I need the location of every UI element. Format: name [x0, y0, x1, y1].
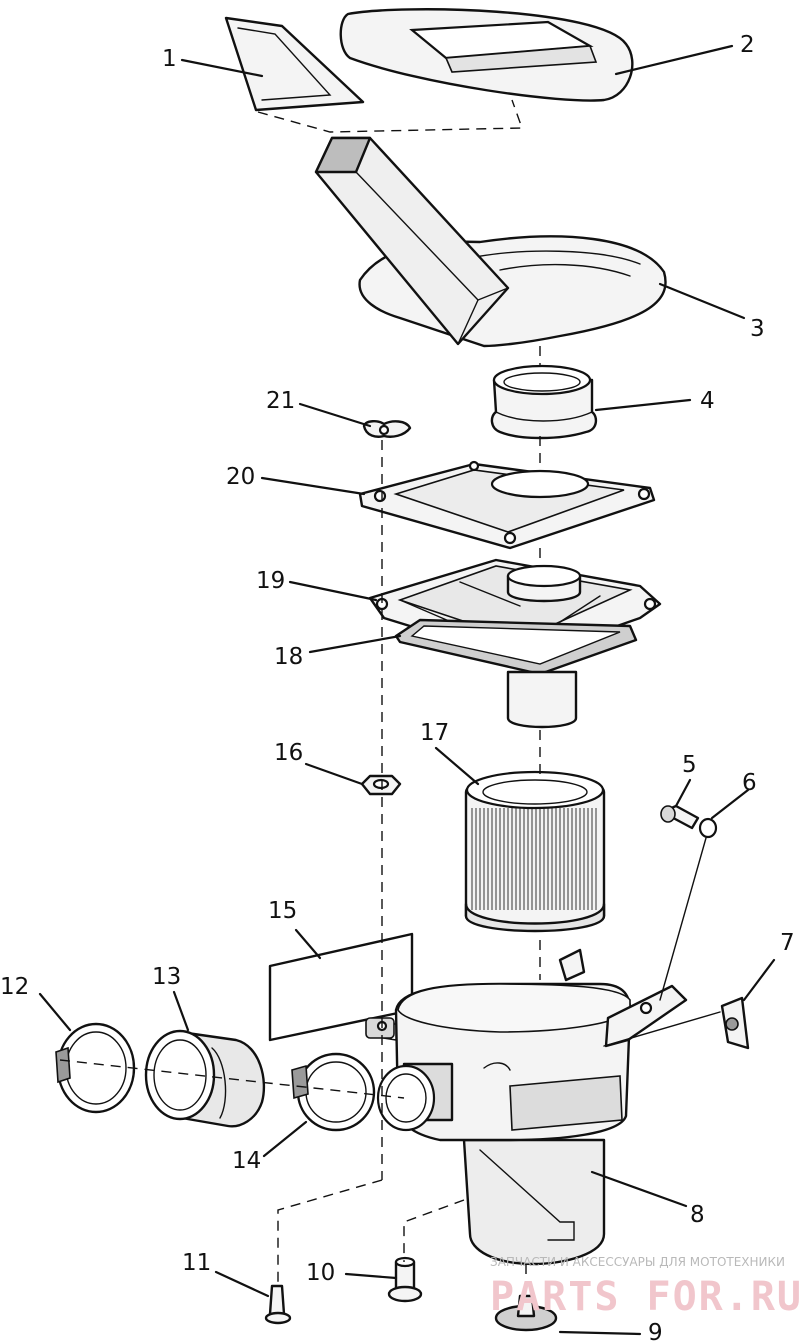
callout-9: 9 [648, 1320, 663, 1343]
callout-15: 15 [268, 898, 297, 924]
airbox-inlet-stub [376, 1062, 454, 1132]
part-17-filter [464, 770, 606, 933]
part-20-top-plate [358, 460, 656, 550]
part-13-hose [144, 1029, 266, 1128]
watermark-caption: ЗАПЧАСТИ И АКСЕССУАРЫ ДЛЯ МОТОТЕХНИКИ [490, 1255, 785, 1269]
callout-5: 5 [682, 752, 697, 778]
part-10-grommet [387, 1256, 423, 1303]
callout-6: 6 [742, 770, 757, 796]
cover-outlet-tube [506, 670, 578, 729]
callout-19: 19 [256, 568, 285, 594]
part-1-flap [224, 16, 523, 133]
part-9-drain-valve [494, 1294, 558, 1332]
part-12-clamp [55, 1022, 136, 1114]
callout-20: 20 [226, 464, 255, 490]
part-21-wing-nut [362, 420, 412, 438]
callout-14: 14 [232, 1148, 261, 1174]
callout-18: 18 [274, 644, 303, 670]
part-6-washer [698, 817, 718, 839]
assembly-lines [59, 436, 721, 1296]
part-3-intake-snorkel [314, 136, 667, 372]
callout-1: 1 [162, 46, 177, 72]
watermark: ЗАПЧАСТИ И АКСЕССУАРЫ ДЛЯ МОТОТЕХНИКИ PA… [490, 1255, 800, 1320]
callout-7: 7 [780, 930, 795, 956]
part-16-nut [360, 774, 402, 796]
part-11-screw [264, 1284, 292, 1325]
watermark-logo: PARTS FOR.RU [490, 1274, 800, 1320]
leader-lines [38, 44, 776, 1336]
callout-12: 12 [0, 974, 29, 1000]
callout-16: 16 [274, 740, 303, 766]
callout-3: 3 [750, 316, 765, 342]
part-5-bolt [660, 804, 700, 830]
callout-13: 13 [152, 964, 181, 990]
callout-4: 4 [700, 388, 715, 414]
callout-10: 10 [306, 1260, 335, 1286]
callout-2: 2 [740, 32, 755, 58]
callout-21: 21 [266, 388, 295, 414]
part-8-airbox [365, 948, 688, 1266]
callout-8: 8 [690, 1202, 705, 1228]
part-4-coupler [490, 364, 598, 440]
callout-17: 17 [420, 720, 449, 746]
part-14-clamp [291, 1052, 376, 1132]
filter-pleats [471, 808, 597, 910]
part-2-foam-ring [339, 8, 634, 102]
part-18-gasket [394, 618, 638, 676]
part-7-bracket [720, 996, 750, 1050]
callout-11: 11 [182, 1250, 211, 1276]
callout-labels: 1 2 3 4 5 6 7 8 9 10 11 12 13 14 15 16 1… [0, 32, 795, 1343]
